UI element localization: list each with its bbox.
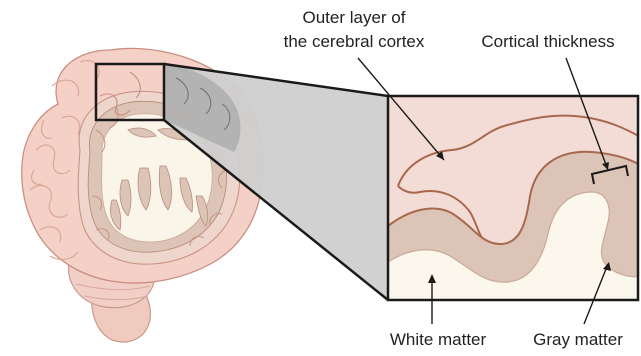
cortical-thickness-label: Cortical thickness	[481, 32, 614, 51]
white-matter-label: White matter	[390, 330, 487, 349]
outer-layer-label-line2: the cerebral cortex	[284, 32, 425, 51]
outer-layer-label-line1: Outer layer of	[303, 8, 406, 27]
gray-matter-label: Gray matter	[533, 330, 623, 349]
magnified-inset	[388, 96, 641, 300]
